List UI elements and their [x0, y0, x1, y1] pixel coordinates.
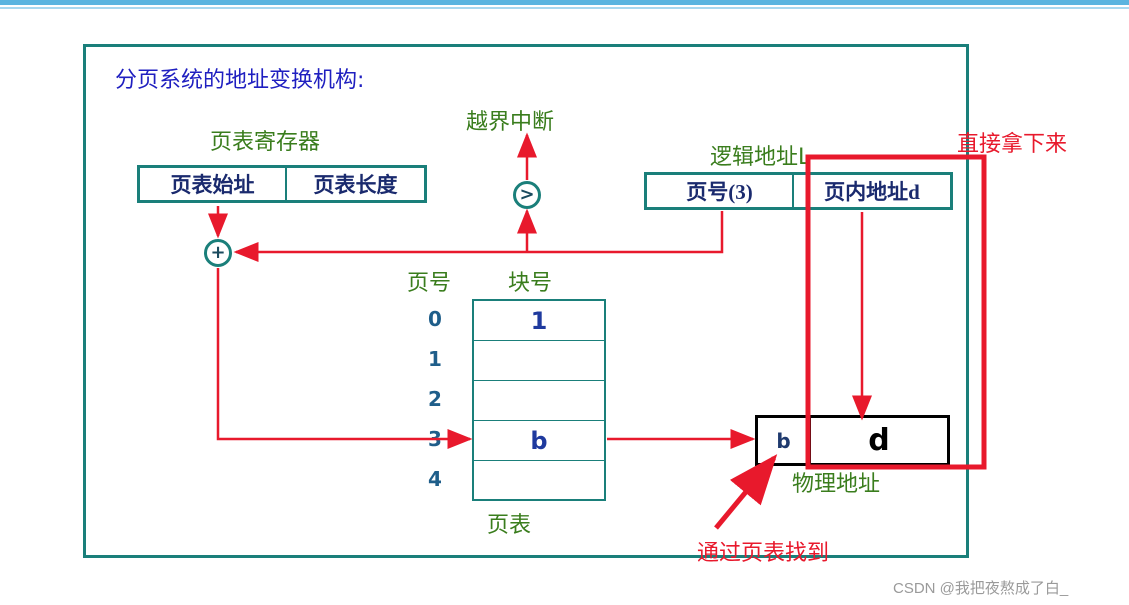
page-table-row: 1	[474, 301, 604, 341]
block-number-header: 块号	[508, 271, 553, 296]
page-table-register-label: 页表寄存器	[210, 130, 321, 155]
overflow-interrupt-label: 越界中断	[466, 110, 555, 135]
page-index: 2	[428, 387, 442, 411]
register-field-length: 页表长度	[285, 168, 424, 200]
diagram-title: 分页系统的地址变换机构:	[115, 68, 365, 93]
page-index: 1	[428, 347, 442, 371]
page-table: 1 b	[472, 299, 606, 501]
arrow-pagenum-to-adder	[233, 211, 724, 262]
via-page-table-annotation: 通过页表找到	[697, 540, 830, 565]
page-index: 4	[428, 467, 442, 491]
page-table-caption: 页表	[487, 513, 532, 538]
top-stripe-thin	[0, 7, 1129, 9]
register-field-start: 页表始址	[170, 173, 255, 197]
compare-symbol: >	[513, 181, 541, 209]
page-table-row: b	[474, 421, 604, 461]
logical-field-offset: 页内地址d	[792, 175, 950, 207]
page-number-header: 页号	[407, 271, 452, 296]
diagram-frame	[83, 44, 969, 558]
page-table-row	[474, 381, 604, 421]
physical-field-offset: d	[868, 423, 890, 458]
page-table-row	[474, 341, 604, 381]
direct-copy-annotation: 直接拿下来	[957, 131, 1068, 156]
arrow-adder-to-table	[216, 268, 473, 449]
top-stripe	[0, 0, 1129, 5]
logical-field-page-number: 页号(3)	[686, 180, 753, 204]
logical-address-label: 逻辑地址L	[710, 145, 811, 170]
page-table-register: 页表始址 页表长度	[137, 165, 427, 203]
page-index: 0	[428, 307, 442, 331]
highlight-box	[805, 154, 987, 470]
annotation-arrow	[714, 454, 778, 530]
physical-address-label: 物理地址	[792, 472, 881, 497]
add-symbol: +	[204, 239, 232, 267]
logical-address-register: 页号(3) 页内地址d	[644, 172, 953, 210]
watermark: CSDN @我把夜熬成了白_	[893, 580, 1069, 597]
